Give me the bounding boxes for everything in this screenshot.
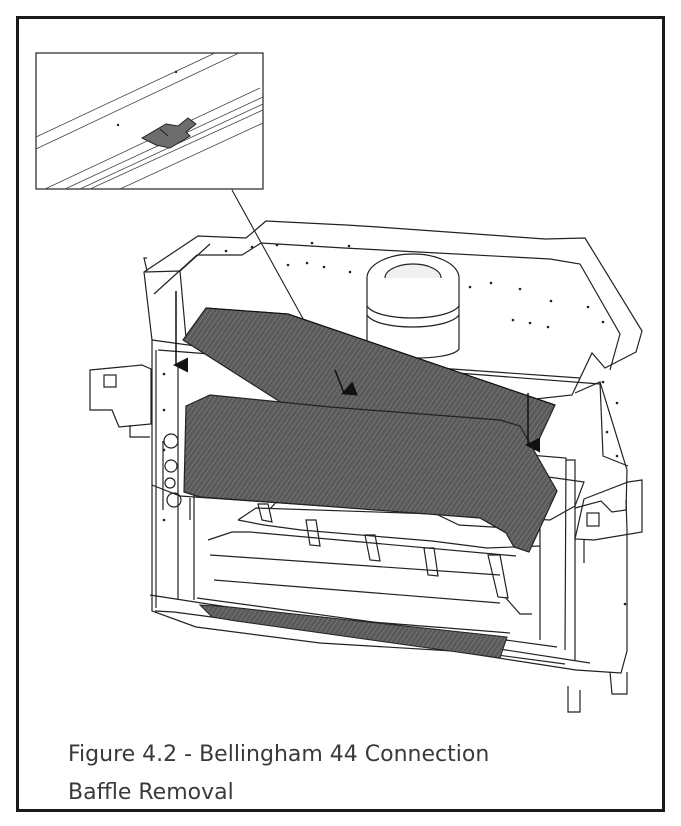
detail-inset [35,52,264,190]
rivets [162,241,627,606]
caption-line-2: Baffle Removal [68,780,234,805]
baffle-bracket-icon [140,117,197,149]
lower-baffle [183,394,558,553]
figure-caption: Figure 4.2 - Bellingham 44 Connection Ba… [68,736,628,812]
caption-line-1: Figure 4.2 - Bellingham 44 Connection [68,742,490,767]
bottom-tray [198,604,508,659]
removal-arrows [173,291,540,453]
fireplace-unit [89,220,643,713]
